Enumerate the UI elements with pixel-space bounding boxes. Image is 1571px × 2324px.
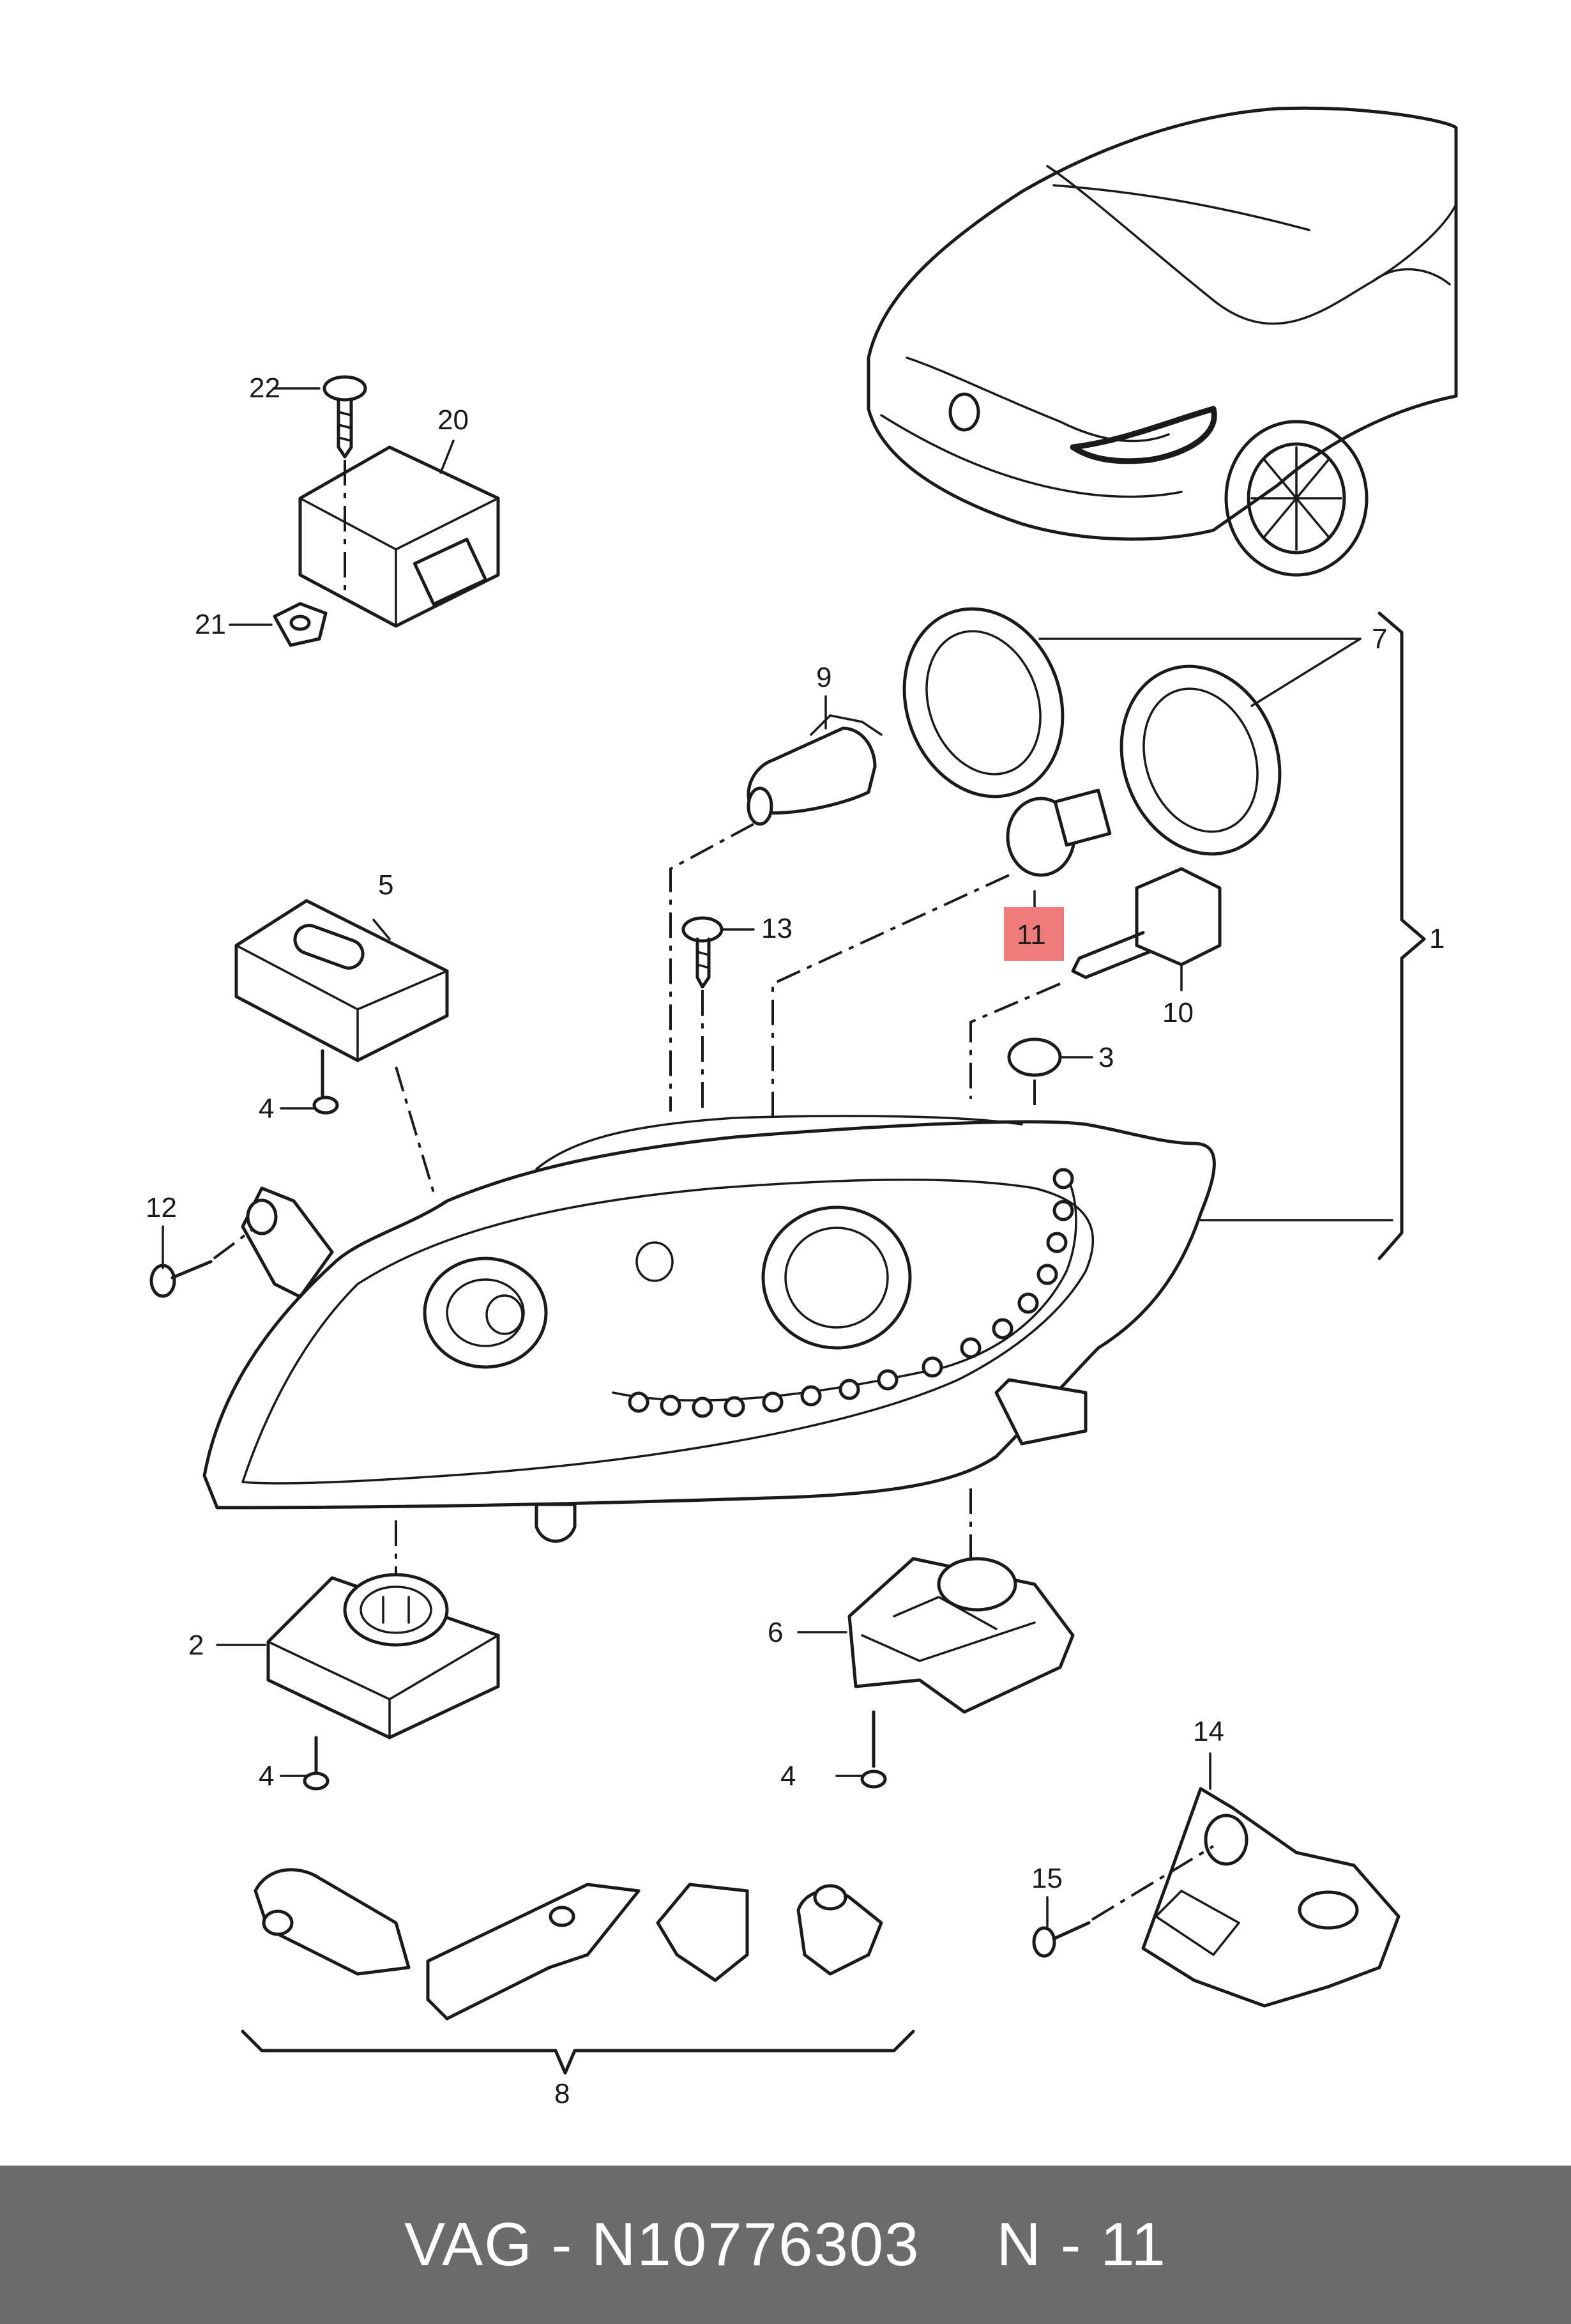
bulb-10 bbox=[969, 867, 1222, 1099]
holder-6 bbox=[847, 1557, 1075, 1714]
callout-20: 20 bbox=[437, 404, 469, 436]
highlight-box-11 bbox=[1004, 907, 1064, 961]
callout-4c: 4 bbox=[780, 1761, 796, 1792]
footer-brand: VAG bbox=[404, 2210, 533, 2279]
callout-6: 6 bbox=[768, 1617, 783, 1648]
clip-21 bbox=[273, 602, 328, 647]
callout-13: 13 bbox=[761, 913, 793, 944]
screw-4b bbox=[303, 1736, 330, 1791]
led-segments bbox=[628, 1168, 1074, 1418]
callout-labels: 22 20 21 9 7 5 13 11 1 10 3 4 12 2 6 4 4… bbox=[146, 372, 1445, 2109]
callout-1: 1 bbox=[1429, 923, 1445, 954]
callout-9: 9 bbox=[816, 662, 831, 693]
footer-part-number: N10776303 bbox=[591, 2210, 920, 2279]
callout-8: 8 bbox=[554, 2078, 570, 2109]
screw-12 bbox=[149, 1228, 254, 1298]
callout-2: 2 bbox=[188, 1630, 204, 1661]
screw-4c bbox=[860, 1710, 887, 1789]
screw-4a bbox=[312, 1049, 339, 1115]
vehicle-illustration bbox=[867, 106, 1458, 577]
callout-5: 5 bbox=[378, 869, 393, 901]
callout-4b: 4 bbox=[259, 1761, 274, 1792]
footer-position: N - 11 bbox=[996, 2210, 1167, 2279]
callout-14: 14 bbox=[1193, 1716, 1224, 1747]
screw-15 bbox=[1032, 1845, 1215, 1958]
callout-10: 10 bbox=[1162, 997, 1194, 1028]
bulb-9 bbox=[669, 714, 883, 1112]
footer-caption: VAG - N10776303 N - 11 bbox=[0, 2166, 1571, 2324]
bracket-brace-8 bbox=[241, 2030, 915, 2075]
control-unit-20 bbox=[298, 445, 500, 628]
callout-3: 3 bbox=[1098, 1042, 1114, 1073]
bracket-14 bbox=[1141, 1787, 1400, 2008]
screw-22 bbox=[323, 375, 367, 600]
footer-separator: - bbox=[551, 2210, 573, 2279]
callout-15: 15 bbox=[1031, 1863, 1063, 1894]
callout-22: 22 bbox=[249, 372, 280, 404]
control-unit-2 bbox=[266, 1573, 500, 1739]
connector-set-8 bbox=[254, 1868, 883, 2021]
screw-13 bbox=[681, 916, 724, 1112]
exploded-parts-diagram: 22 20 21 9 7 5 13 11 1 10 3 4 12 2 6 4 4… bbox=[146, 106, 1458, 2109]
callout-21: 21 bbox=[195, 609, 226, 640]
callout-11: 11 bbox=[1017, 919, 1046, 951]
callout-12: 12 bbox=[146, 1192, 177, 1223]
bracket-brace-1 bbox=[1377, 611, 1426, 1260]
cap-3 bbox=[1007, 1037, 1062, 1112]
headlight-assembly-1 bbox=[202, 1115, 1216, 1623]
bulb-11 bbox=[771, 788, 1112, 1118]
seal-rings-7 bbox=[902, 607, 1282, 856]
control-module-5 bbox=[234, 899, 449, 1195]
callout-4a: 4 bbox=[259, 1093, 274, 1124]
callout-7: 7 bbox=[1372, 623, 1387, 655]
